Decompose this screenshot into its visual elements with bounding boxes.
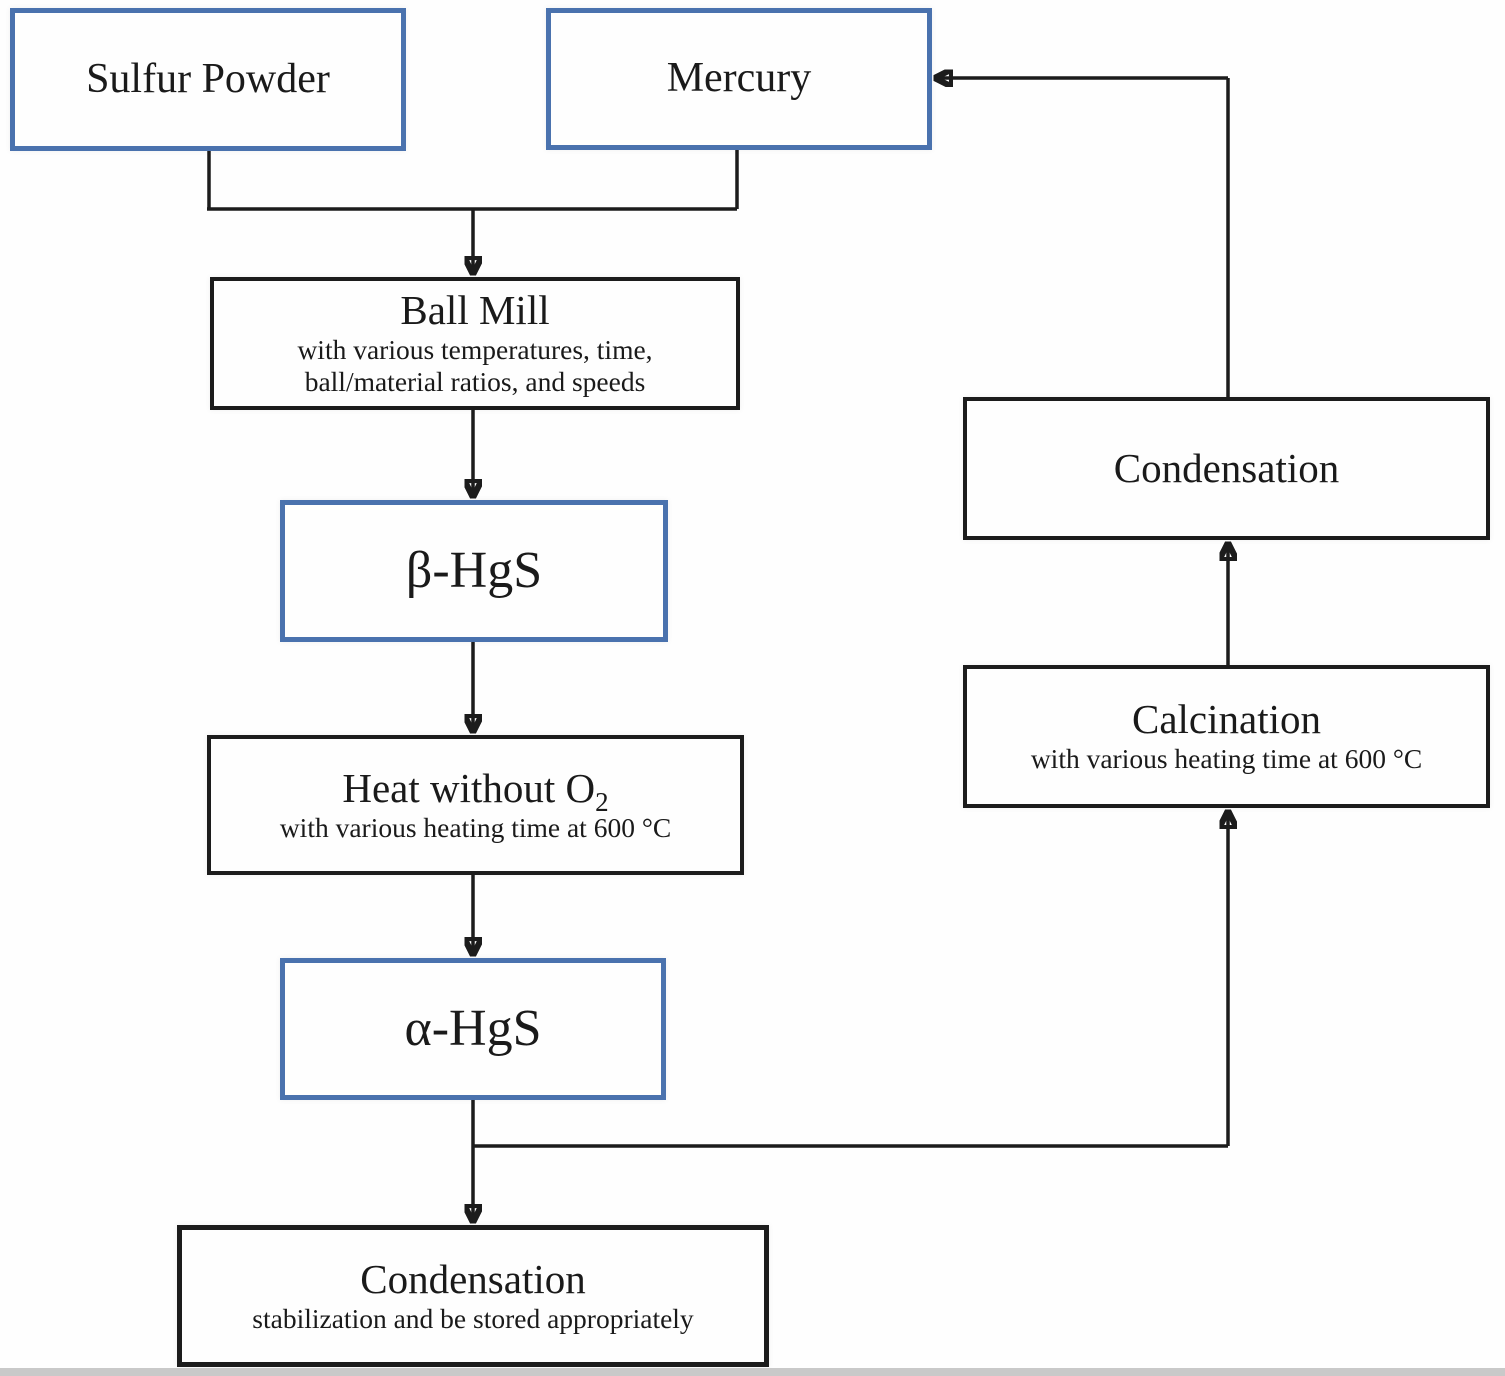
node-mercury: Mercury [546, 8, 932, 150]
mercury-label: Mercury [666, 55, 812, 102]
heat-without-o2-subtitle: with various heating time at 600 °C [279, 811, 672, 843]
condensation-final-label: Condensation [360, 1255, 586, 1302]
calcination-label: Calcination [1131, 696, 1321, 743]
heat-label-main: Heat without O [342, 764, 596, 811]
calcination-subtitle: with various heating time at 600 °C [1030, 743, 1423, 775]
heat-label-subscript: 2 [595, 787, 609, 818]
node-ball-mill: Ball Mill with various temperatures, tim… [210, 277, 740, 410]
condensation-final-subtitle: stabilization and be stored appropriatel… [252, 1302, 694, 1334]
node-calcination: Calcination with various heating time at… [963, 665, 1490, 808]
ball-mill-subtitle-line2: ball/material ratios, and speeds [304, 366, 646, 398]
bottom-edge-strip [0, 1368, 1505, 1376]
node-condensation-recycle: Condensation [963, 397, 1490, 540]
node-heat-without-o2: Heat without O2 with various heating tim… [207, 735, 744, 875]
heat-without-o2-label: Heat without O2 [342, 764, 608, 816]
sulfur-powder-label: Sulfur Powder [86, 55, 330, 102]
condensation-recycle-label: Condensation [1113, 444, 1340, 491]
ball-mill-subtitle-line1: with various temperatures, time, [297, 334, 653, 366]
node-condensation-final: Condensation stabilization and be stored… [177, 1225, 769, 1367]
node-beta-hgs: β-HgS [280, 500, 668, 642]
alpha-hgs-label: α-HgS [404, 999, 542, 1057]
ball-mill-label: Ball Mill [400, 287, 550, 334]
node-sulfur-powder: Sulfur Powder [10, 8, 406, 151]
beta-hgs-label: β-HgS [405, 541, 543, 599]
node-alpha-hgs: α-HgS [280, 958, 666, 1100]
